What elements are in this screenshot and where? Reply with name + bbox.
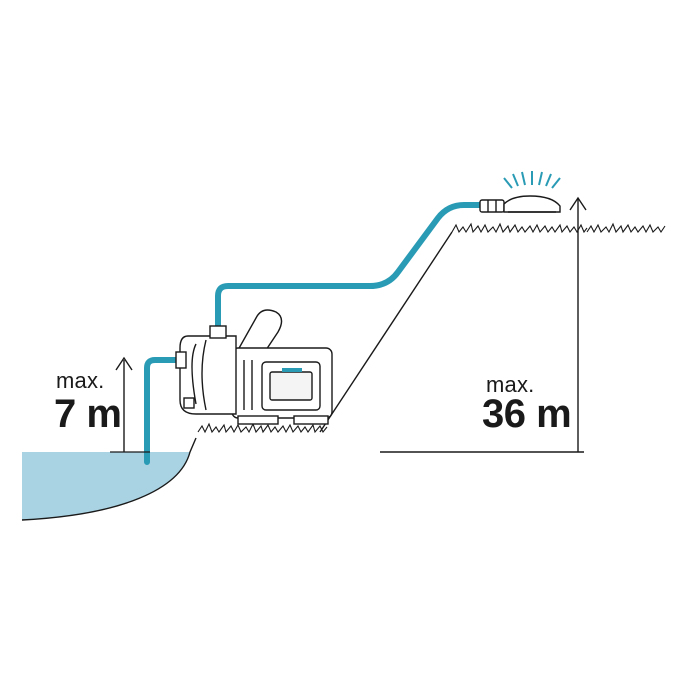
delivery-label-prefix: max.: [486, 372, 535, 397]
suction-label-prefix: max.: [56, 368, 105, 393]
height-arrow-icon: [569, 196, 587, 452]
ground-slope-left: [21, 437, 197, 521]
height-arrow-icon: [115, 356, 133, 452]
suction-label-value: 7 m: [54, 392, 122, 436]
delivery-hose: [215, 202, 487, 335]
terrain-slope: [319, 231, 453, 433]
delivery-label-value: 36 m: [482, 392, 572, 436]
grass-pump: [197, 422, 328, 434]
suction-hose: [144, 357, 181, 465]
sprinkler-icon: [479, 171, 561, 213]
grass-right: [586, 222, 666, 234]
garden-pump-icon: [175, 309, 333, 425]
grass-hilltop: [451, 222, 588, 234]
water-body: [22, 452, 190, 520]
water-spray: [503, 171, 561, 189]
